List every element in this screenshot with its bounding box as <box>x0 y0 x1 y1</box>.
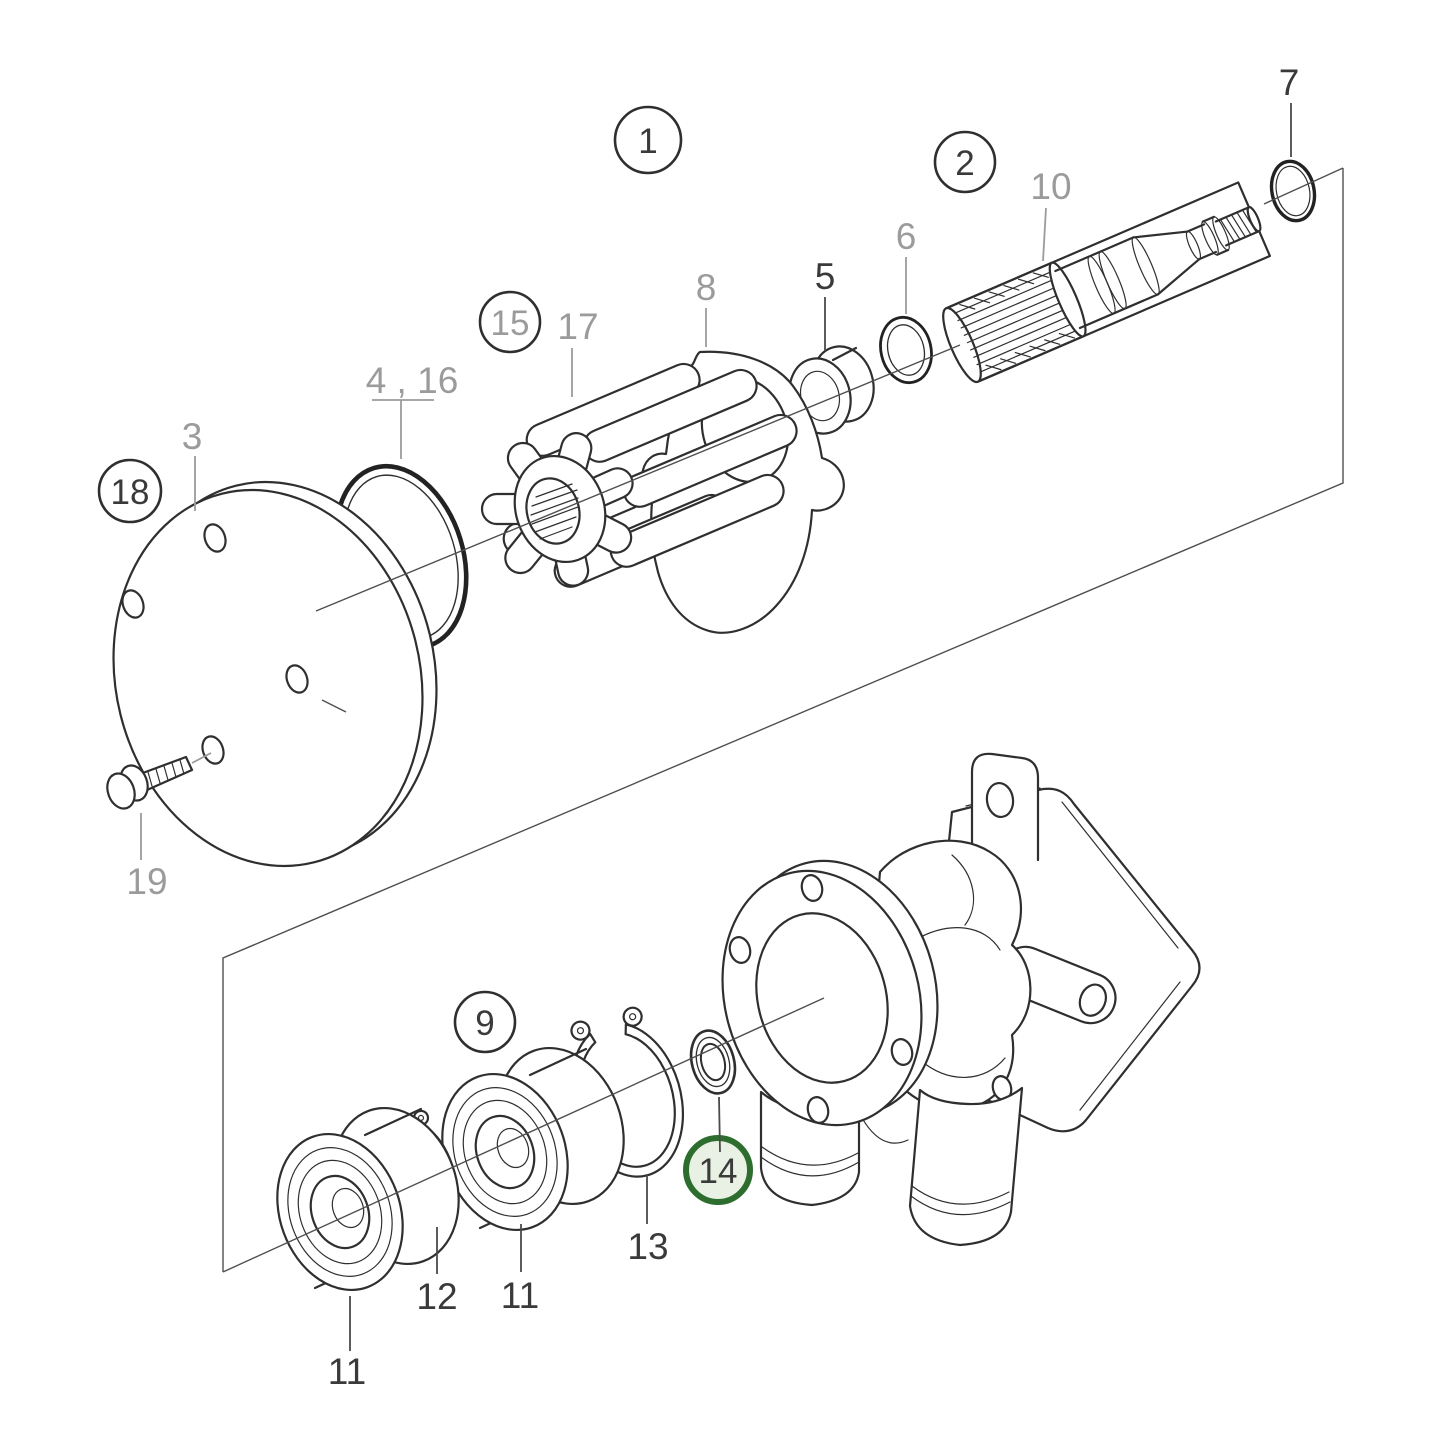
label-6-text: 6 <box>896 216 917 257</box>
cover-plate <box>112 480 438 868</box>
label-4-16: 4 , 16 <box>366 360 459 459</box>
bearing-right <box>441 1046 625 1232</box>
label-19-text: 19 <box>126 861 167 902</box>
label-5: 5 <box>815 256 836 351</box>
pump-flange <box>721 859 939 1127</box>
label-5-text: 5 <box>815 256 836 297</box>
label-8-text: 8 <box>696 267 717 308</box>
bearing-left <box>276 1106 460 1292</box>
label-12-text: 12 <box>416 1276 457 1317</box>
panel-outline <box>222 168 1344 1272</box>
seal-ring-6 <box>879 315 933 385</box>
label-11-left-text: 11 <box>328 1351 366 1392</box>
label-11-right-text: 11 <box>501 1275 539 1316</box>
callout-14-label: 14 <box>699 1152 738 1191</box>
label-13: 13 <box>627 1174 669 1267</box>
seal-ring-14 <box>689 1029 737 1095</box>
label-11-right: 11 <box>501 1224 539 1316</box>
label-7: 7 <box>1279 62 1300 157</box>
cover-screw <box>106 752 212 810</box>
hose-port-right <box>908 1086 1024 1247</box>
callout-9-label: 9 <box>475 1004 494 1043</box>
callout-9: 9 <box>453 990 517 1054</box>
callout-18-label: 18 <box>111 473 150 512</box>
impeller-spline-hatch <box>530 483 579 540</box>
label-10: 10 <box>1030 166 1072 262</box>
label-7-text: 7 <box>1279 62 1300 103</box>
circlip-large <box>569 1006 685 1178</box>
label-12: 12 <box>416 1227 458 1317</box>
callout-18: 18 <box>97 458 163 524</box>
callout-1-label: 1 <box>638 122 657 161</box>
label-13-text: 13 <box>627 1226 668 1267</box>
top-axis-line <box>315 167 1344 612</box>
bushing-5 <box>788 345 875 435</box>
callout-15: 15 <box>478 290 542 354</box>
o-ring-small <box>1269 159 1317 223</box>
callout-2-label: 2 <box>955 144 974 183</box>
impeller <box>480 362 798 588</box>
callout-14-highlighted: 14 <box>683 1096 753 1205</box>
label-8: 8 <box>696 267 717 347</box>
label-3-text: 3 <box>182 416 203 457</box>
label-6: 6 <box>896 216 917 314</box>
label-3: 3 <box>182 416 203 511</box>
label-11-left: 11 <box>328 1296 366 1392</box>
label-17: 17 <box>557 306 599 397</box>
label-17-text: 17 <box>557 306 598 347</box>
bottom-axis-line <box>222 997 825 1273</box>
label-10-text: 10 <box>1030 166 1071 207</box>
shaft <box>942 181 1271 384</box>
label-4-16-text: 4 , 16 <box>366 360 459 401</box>
label-19: 19 <box>126 813 168 902</box>
callout-2: 2 <box>933 130 997 194</box>
callout-15-label: 15 <box>491 304 530 343</box>
callout-1: 1 <box>613 105 683 175</box>
